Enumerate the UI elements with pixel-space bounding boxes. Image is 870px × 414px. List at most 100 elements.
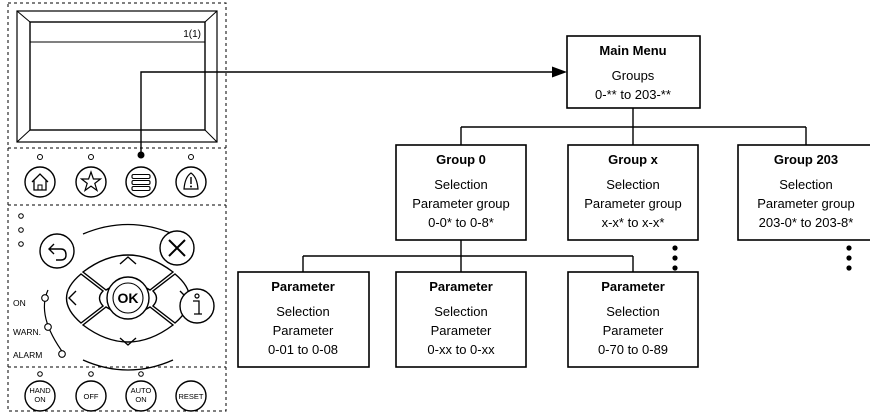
parameter-box: Parameter Selection Parameter 0-70 to 0-… [567, 271, 699, 368]
on-led [41, 294, 49, 302]
left-arrow-button[interactable] [65, 273, 105, 324]
main-menu-line-1: Groups [612, 68, 655, 83]
group-title: Group 0 [436, 152, 486, 167]
group-title: Group x [608, 152, 659, 167]
home-button[interactable] [24, 166, 56, 198]
star-icon [79, 170, 103, 193]
nav-led-3 [18, 241, 24, 247]
bezel-corner-tl [16, 10, 31, 23]
auto-on-led [138, 371, 144, 377]
status-leds: ON WARN. ALARM [13, 289, 66, 360]
parameter-title: Parameter [271, 279, 335, 294]
on-led-label: ON [13, 298, 26, 308]
nav-arc-top [82, 223, 174, 235]
main-menu-connector [140, 66, 567, 158]
alarm-led [58, 350, 66, 358]
screen-indicator: 1(1) [183, 29, 201, 40]
back-arrow-icon [48, 243, 67, 261]
bezel-corner-bl [16, 129, 31, 143]
tree-lines [302, 108, 807, 272]
navigation-keys: OK ON WARN. ALARM [13, 213, 215, 371]
auto-on-button[interactable]: AUTO ON [125, 380, 157, 412]
close-icon [168, 239, 186, 257]
home-led [37, 154, 43, 160]
group-line-2: Parameter group [412, 196, 510, 211]
parameter-line-1: Selection [606, 304, 659, 319]
group-line-3: 0-0* to 0-8* [428, 215, 494, 230]
display-screen [29, 21, 206, 131]
bezel-corner-br [204, 129, 218, 143]
group-line-1: Selection [434, 177, 487, 192]
parameter-line-1: Selection [276, 304, 329, 319]
ok-label: OK [118, 290, 139, 306]
ok-inner-ring [112, 282, 144, 314]
alarm-bell-icon [183, 172, 199, 190]
parameter-line-2: Parameter [603, 323, 664, 338]
ok-button[interactable]: OK [106, 276, 150, 320]
alarm-log-button[interactable] [175, 166, 207, 198]
panel-outline [7, 2, 227, 412]
alarm-log-led [188, 154, 194, 160]
parameter-line-3: 0-xx to 0-xx [427, 342, 495, 357]
parameter-title: Parameter [601, 279, 665, 294]
favorites-led [88, 154, 94, 160]
operation-keys: HAND ON OFF AUTO ON RESET [24, 371, 207, 412]
home-icon [31, 173, 49, 191]
info-icon [193, 293, 202, 315]
cancel-button[interactable] [159, 230, 195, 266]
parameter-line-2: Parameter [273, 323, 334, 338]
menu-key-row [24, 151, 207, 198]
auto-on-label-line1: AUTO [131, 386, 152, 395]
chevron-left-icon [68, 290, 77, 306]
group-title: Group 203 [774, 152, 838, 167]
chevron-down-icon [119, 337, 137, 346]
parameter-box: Parameter Selection Parameter 0-xx to 0-… [395, 271, 527, 368]
nav-led-1 [18, 213, 24, 219]
parameter-line-2: Parameter [431, 323, 492, 338]
group-line-3: x-x* to x-x* [602, 215, 665, 230]
back-button[interactable] [39, 233, 75, 269]
warn-led-label: WARN. [13, 327, 41, 337]
reset-label: RESET [178, 392, 203, 401]
control-panel: 1(1) [7, 2, 227, 412]
group-line-1: Selection [779, 177, 832, 192]
hand-on-led [37, 371, 43, 377]
group-line-2: Parameter group [584, 196, 682, 211]
chevron-up-icon [119, 256, 137, 265]
alarm-led-label: ALARM [13, 350, 42, 360]
main-menu-line-2: 0-** to 203-** [595, 87, 671, 102]
group-line-3: 203-0* to 203-8* [759, 215, 854, 230]
off-label: OFF [84, 392, 99, 401]
off-led [88, 371, 94, 377]
bezel-corner-tr [204, 10, 218, 23]
parameter-title: Parameter [429, 279, 493, 294]
arrow-head [552, 66, 567, 78]
group-box: Group 0 Selection Parameter group 0-0* t… [395, 144, 527, 241]
parameter-line-3: 0-01 to 0-08 [268, 342, 338, 357]
hand-on-label-line2: ON [34, 395, 45, 404]
up-arrow-button[interactable] [81, 254, 175, 291]
parameter-box: Parameter Selection Parameter 0-01 to 0-… [237, 271, 370, 368]
warn-led [44, 323, 52, 331]
info-button[interactable] [179, 288, 215, 324]
parameter-line-1: Selection [434, 304, 487, 319]
main-menu-button[interactable] [125, 166, 157, 198]
continuation-dots [672, 245, 852, 271]
hand-on-label-line1: HAND [29, 386, 51, 395]
group-line-1: Selection [606, 177, 659, 192]
group-box: Group 203 Selection Parameter group 203-… [737, 144, 870, 241]
main-menu-box: Main Menu Groups 0-** to 203-** [566, 35, 701, 109]
reset-button[interactable]: RESET [175, 380, 207, 412]
nav-led-2 [18, 227, 24, 233]
nav-arc-bottom [82, 359, 174, 371]
group-line-2: Parameter group [757, 196, 855, 211]
parameter-line-3: 0-70 to 0-89 [598, 342, 668, 357]
hand-on-button[interactable]: HAND ON [24, 380, 56, 412]
main-menu-title: Main Menu [599, 43, 666, 58]
group-box: Group x Selection Parameter group x-x* t… [567, 144, 699, 241]
favorites-button[interactable] [75, 166, 107, 198]
menu-icon [131, 173, 151, 192]
auto-on-label-line2: ON [135, 395, 146, 404]
off-button[interactable]: OFF [75, 380, 107, 412]
